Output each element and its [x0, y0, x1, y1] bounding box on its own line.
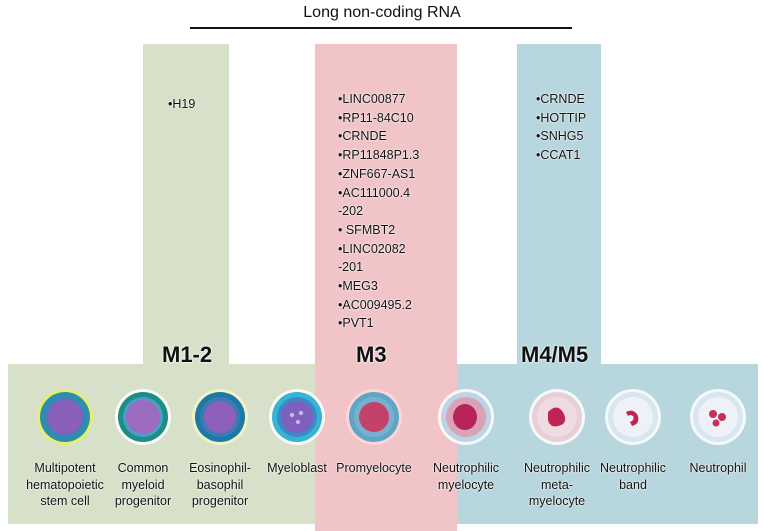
cell-label: Eosinophil-basophil progenitor	[174, 460, 266, 510]
cell-label-line: hematopoietic	[26, 477, 104, 492]
cell-label-line: myeloid	[121, 477, 165, 492]
cell-image	[689, 388, 747, 446]
m3-label: M3	[356, 342, 387, 367]
cell-label-line: meta-	[541, 477, 573, 492]
cell-label-line: Neutrophilic	[432, 461, 499, 475]
cell-image	[437, 388, 495, 446]
gene-item: • SFMBT2	[338, 222, 396, 237]
cell-label-line: myelocyte	[528, 494, 586, 508]
cell-label: Multipotent hematopoietic stem cell	[19, 460, 111, 510]
cell-label: Promyelocyte	[328, 460, 420, 477]
gene-item: •SNHG5	[536, 129, 584, 144]
cell-label: Neutrophilic band	[587, 460, 679, 493]
gene-item: •AC111000.4	[338, 185, 411, 200]
cell-band-blue	[457, 364, 758, 524]
cell-illustration	[605, 389, 661, 445]
cell-illustration	[438, 389, 494, 445]
cell-image	[604, 388, 662, 446]
gene-item: •CRNDE	[536, 92, 585, 106]
gene-item: •RP11848P1.3	[338, 148, 420, 163]
gene-item: •RP11-84C10	[338, 110, 414, 125]
cell-image	[36, 388, 94, 446]
gene-item: •MEG3	[338, 279, 378, 294]
gene-item: •PVT1	[338, 316, 374, 331]
m3-gene-list: •LINC00877 •RP11-84C10 •CRNDE •RP11848P1.3 •…	[338, 90, 419, 333]
cell-label-line: stem cell	[40, 494, 90, 508]
cell-illustration	[269, 389, 325, 445]
gene-item: •LINC02082	[338, 241, 406, 256]
m45-gene-list: •CRNDE •HOTTIP •SNHG5 •CCAT1	[536, 90, 586, 165]
cell-illustration	[192, 389, 248, 445]
cell-label: Neutrophilic meta-myelocyte	[511, 460, 603, 510]
cell-label-line: Common	[117, 461, 169, 475]
cell-label: Myeloblast	[251, 460, 343, 477]
gene-item: •ZNF667-AS1	[338, 166, 416, 181]
cell-label-line: Eosinophil-	[189, 461, 251, 475]
cell-image	[268, 388, 326, 446]
cell-label-line: basophil	[196, 477, 244, 492]
gene-item: •CCAT1	[536, 148, 581, 163]
cell-label-line: Neutrophil	[689, 461, 747, 475]
title-underline	[190, 27, 572, 29]
cell-label-line: Promyelocyte	[336, 461, 412, 475]
cell-label-line: progenitor	[114, 494, 172, 508]
gene-item: -201	[338, 260, 364, 275]
m12-column	[143, 44, 229, 364]
cell-label-line: Multipotent	[34, 461, 96, 475]
cell-image	[114, 388, 172, 446]
cell-label-line: progenitor	[191, 494, 249, 508]
m12-gene-list: •H19	[168, 95, 195, 114]
gene-item: •H19	[168, 97, 196, 111]
cell-illustration	[346, 389, 402, 445]
cell-illustration	[115, 389, 171, 445]
m45-label: M4/M5	[521, 342, 589, 367]
cell-label-line: myelocyte	[437, 477, 495, 492]
cell-illustration	[37, 389, 93, 445]
gene-item: -202	[338, 204, 364, 219]
m3-column	[315, 44, 457, 531]
cell-illustration	[529, 389, 585, 445]
cell-image	[191, 388, 249, 446]
cell-label: Neutrophilic myelocyte	[420, 460, 512, 493]
cell-label-line: Neutrophilic	[599, 461, 666, 475]
cell-image	[345, 388, 403, 446]
cell-label-line: band	[619, 477, 647, 492]
gene-item: •AC009495.2	[338, 297, 412, 312]
gene-item: •HOTTIP	[536, 110, 587, 125]
m12-label: M1-2	[162, 342, 213, 367]
cell-illustration	[690, 389, 746, 445]
gene-item: •LINC00877	[338, 92, 406, 106]
diagram-title: Long non-coding RNA	[303, 4, 461, 21]
m45-column	[517, 44, 601, 364]
cell-image	[528, 388, 586, 446]
cell-label-line: Neutrophilic	[523, 461, 590, 475]
gene-item: •CRNDE	[338, 129, 387, 144]
cell-label-line: Myeloblast	[267, 461, 327, 475]
cell-label: Neutrophil	[672, 460, 764, 477]
cell-label: Common myeloid progenitor	[97, 460, 189, 510]
